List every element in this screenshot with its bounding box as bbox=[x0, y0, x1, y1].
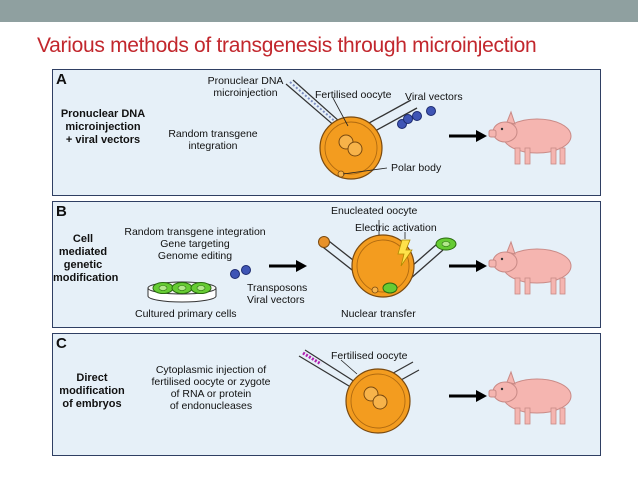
fertilised-oocyte-icon bbox=[319, 116, 383, 180]
pig-icon bbox=[488, 240, 572, 295]
slide-title: Various methods of transgenesis through … bbox=[37, 34, 537, 57]
enucleated-oocyte-label: Enucleated oocyte bbox=[331, 205, 418, 217]
viral-vector-icon bbox=[230, 265, 251, 279]
fertilised-oocyte-label: Fertilised oocyte bbox=[315, 89, 392, 101]
cell-culture-dish-icon bbox=[147, 281, 217, 303]
fertilised-oocyte-label: Fertilised oocyte bbox=[331, 350, 408, 362]
donor-nucleus-icon bbox=[318, 236, 330, 248]
panel-letter: A bbox=[56, 71, 67, 88]
cultured-cells-label: Cultured primary cells bbox=[135, 308, 237, 320]
panel-a-illustration bbox=[285, 79, 572, 180]
electric-activation-label: Electric activation bbox=[355, 222, 437, 234]
nuclear-transfer-label: Nuclear transfer bbox=[341, 308, 416, 320]
arrow-right-icon bbox=[449, 130, 487, 142]
polar-body-label: Polar body bbox=[391, 162, 442, 174]
arrow-right-icon bbox=[449, 260, 487, 272]
panel-b-illustration bbox=[147, 220, 572, 303]
slide-top-bar bbox=[0, 0, 638, 22]
viral-vectors-label: Viral vectors bbox=[405, 91, 463, 103]
pig-icon bbox=[488, 110, 572, 165]
arrow-right-icon bbox=[269, 260, 307, 272]
pig-icon bbox=[488, 370, 572, 425]
panel-letter: C bbox=[56, 335, 67, 352]
panel-letter: B bbox=[56, 203, 67, 220]
arrow-right-icon bbox=[449, 390, 487, 402]
enucleated-oocyte-icon bbox=[351, 234, 415, 298]
fertilised-oocyte-icon bbox=[345, 368, 411, 434]
viral-vector-icon bbox=[397, 106, 436, 129]
panel-c-illustration bbox=[298, 349, 572, 434]
lightning-bolt-icon bbox=[397, 239, 413, 267]
donor-cell-icon bbox=[435, 237, 457, 251]
